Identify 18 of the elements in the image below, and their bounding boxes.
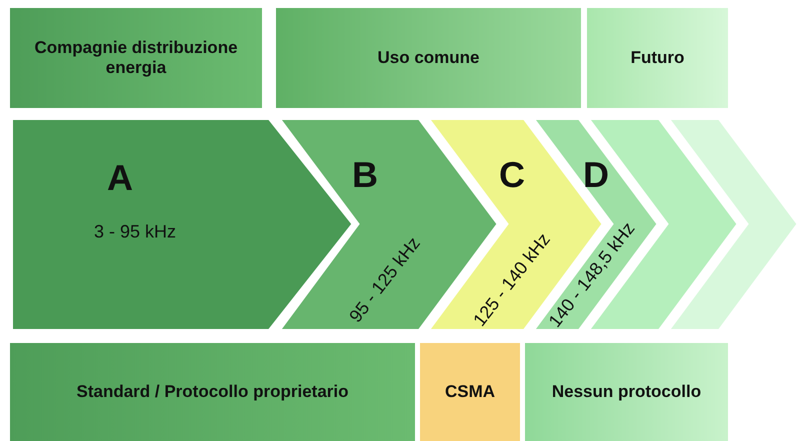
band-letter: B [352,154,378,196]
protocol-band [525,343,728,441]
header-band [10,8,262,108]
protocol-label: CSMA [444,382,496,402]
header-band [587,8,728,108]
band-letter: A [107,157,133,199]
band-letter: D [583,154,609,196]
protocol-band [10,343,415,441]
band-title: Uso comune [376,48,481,68]
frequency-range: 95 - 125 kHz [345,233,425,327]
protocol-label: Nessun protocollo [550,382,702,402]
protocol-label: Standard / Protocollo proprietario [75,382,350,402]
band-letter: C [499,154,525,196]
band-title: Compagnie distribuzione energia [33,38,239,78]
frequency-range: 3 - 95 kHz [94,222,176,242]
protocol-band [420,343,520,441]
header-band [276,8,581,108]
band-title: Futuro [630,48,686,68]
